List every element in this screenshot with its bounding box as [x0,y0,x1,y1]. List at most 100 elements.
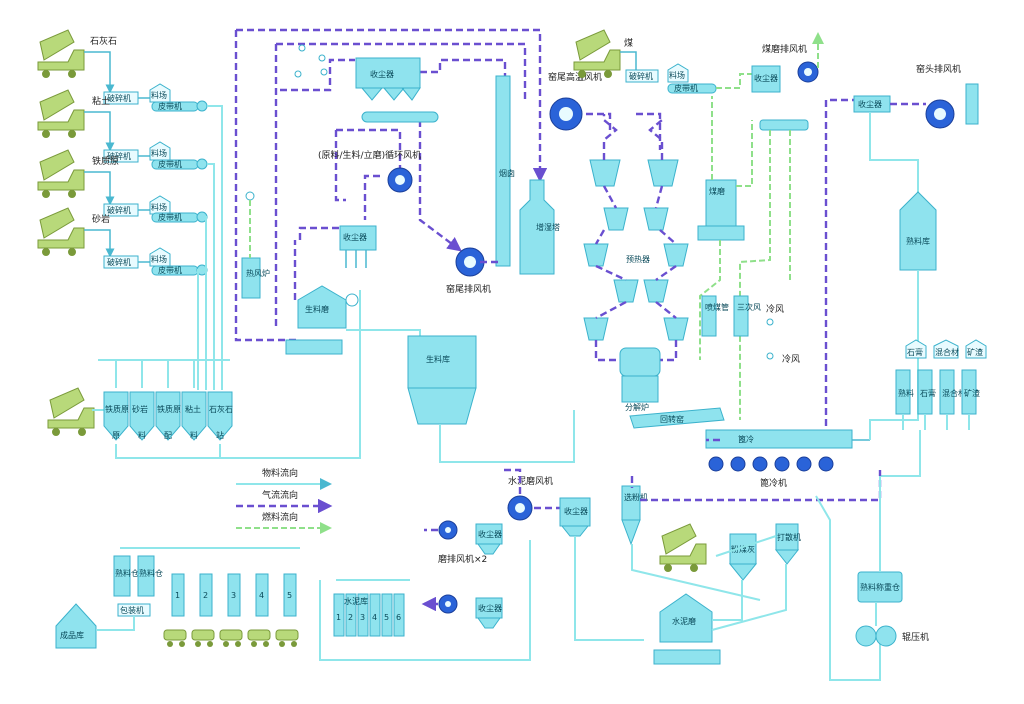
svg-text:料: 料 [138,430,146,440]
coal-truck [573,29,621,78]
svg-text:站: 站 [216,430,224,440]
raw-name-4: 砂岩 [92,213,110,225]
svg-text:烟囱: 烟囱 [499,168,515,178]
crusher-label-2: 破碎机 [107,151,131,161]
raw-name-3: 铁质原 [92,155,119,167]
crusher-label-3: 破碎机 [107,205,131,215]
raw-input-row-4: 砂岩 破碎机 料场 皮带机 [37,207,208,276]
raw-mill: 生料磨 [285,285,359,355]
rotary-kiln: 回转窑 [629,407,725,429]
svg-text:4: 4 [372,613,377,622]
svg-text:生料磨: 生料磨 [305,304,329,314]
svg-text:辊压机: 辊压机 [902,631,929,643]
svg-text:熟料仓: 熟料仓 [115,568,139,578]
svg-text:熟料库: 熟料库 [906,236,930,246]
svg-text:生料库: 生料库 [426,354,450,364]
svg-text:煤磨排风机: 煤磨排风机 [762,43,807,55]
clinker-silo: 熟料库 [899,191,937,271]
yard-label-3: 料场 [151,202,167,212]
svg-text:原: 原 [112,431,120,440]
coal-bins: 喷煤管 三次风 [701,295,761,337]
grate-cooler: 篦冷 篦冷机 [705,429,853,489]
yard-label-4: 料场 [151,254,167,264]
svg-text:收尘器: 收尘器 [858,99,882,109]
svg-text:粘土: 粘土 [185,404,201,414]
svg-text:回转窑: 回转窑 [660,414,684,424]
kiln-head-fan: 窑头排风机 [916,63,961,129]
svg-text:4: 4 [259,591,264,600]
svg-text:收尘器: 收尘器 [564,506,588,516]
svg-text:气流流向: 气流流向 [262,489,298,501]
svg-text:篦冷: 篦冷 [738,434,754,444]
svg-text:铁质原: 铁质原 [105,404,129,414]
svg-text:收尘器: 收尘器 [478,603,502,613]
svg-text:(原料/生料/立磨)循环风机: (原料/生料/立磨)循环风机 [318,149,421,161]
svg-text:3: 3 [360,613,365,622]
svg-text:增湿塔: 增湿塔 [536,222,560,232]
yard-label-1: 料场 [151,90,167,100]
dump-truck-icon [37,207,85,256]
separator: 选粉机 [621,485,648,546]
belt-label-4: 皮带机 [158,265,182,275]
coal-label: 煤 [624,37,633,49]
raw-input-row-3: 铁质原 破碎机 料场 皮带机 [37,149,208,223]
svg-text:皮带机: 皮带机 [674,83,698,93]
mill-exhaust-fan-2 [438,594,458,614]
raw-meal-silo: 生料库 [407,335,477,425]
dump-truck-icon [37,149,85,198]
raw-name-2: 粘土 [92,95,110,107]
svg-text:成品库: 成品库 [60,630,84,640]
belt-label-2: 皮带机 [158,159,182,169]
small-dust-collector-2: 收尘器 [475,597,503,629]
cement-mill-fan: 水泥磨风机 [507,475,553,521]
svg-text:收尘器: 收尘器 [478,529,502,539]
svg-text:篦冷机: 篦冷机 [760,477,787,489]
hot-blast-furnace: 热风炉 [241,191,270,299]
humidifying-tower: 增湿塔 [519,179,560,275]
svg-text:5: 5 [384,613,389,622]
svg-text:物料流向: 物料流向 [262,467,298,479]
svg-text:5: 5 [287,591,292,600]
kiln-head-dust-collector: 收尘器 [853,95,891,113]
chimney: 烟囱 [495,75,515,267]
additive-bins: 熟料 石膏 混合材 矿渣 [895,369,980,415]
calciner: 分解炉 [619,347,661,412]
cold-air-label-2: 冷风 [782,353,800,365]
svg-text:混合材: 混合材 [935,347,959,357]
svg-text:预热器: 预热器 [626,254,650,264]
roller-press: 辊压机 [855,625,929,647]
svg-text:打散机: 打散机 [777,532,801,542]
fly-ash-truck [659,523,707,572]
svg-text:矿渣: 矿渣 [964,388,980,398]
svg-text:煤磨: 煤磨 [709,186,725,196]
svg-text:2: 2 [348,613,353,622]
svg-text:配: 配 [164,431,172,440]
svg-text:三次风: 三次风 [737,302,761,312]
svg-text:3: 3 [231,591,236,600]
crusher-label-1: 破碎机 [107,93,131,103]
coal-mill-fan: 煤磨排风机 [762,43,819,83]
coal-mill-dust-collector: 收尘器 [751,65,809,131]
raw-mill-separator: 收尘器 [339,225,377,268]
svg-text:水泥磨: 水泥磨 [672,616,696,626]
svg-text:熟料称重仓: 熟料称重仓 [860,582,900,592]
yard-label-2: 料场 [151,148,167,158]
svg-text:水泥库: 水泥库 [344,596,368,606]
additive-inputs: 石膏 混合材 矿渣 [905,339,987,359]
raw-dust-collector: 收尘器 [355,57,439,123]
tanker-trucks [163,629,299,647]
svg-text:熟料仓: 熟料仓 [139,568,163,578]
hammer-crusher: 打散机 [774,523,801,565]
raw-input-row-2: 粘土 破碎机 料场 皮带机 [37,89,208,170]
svg-text:粉煤灰: 粉煤灰 [731,544,755,554]
coal-mill: 煤磨 [697,179,745,241]
silo-4: 粘土料 [181,391,207,441]
svg-text:收尘器: 收尘器 [343,232,367,242]
svg-text:料: 料 [190,430,198,440]
ingredient-bin: 熟料称重仓 [857,571,903,603]
svg-text:窑尾排风机: 窑尾排风机 [446,283,491,295]
svg-text:水泥磨风机: 水泥磨风机 [508,475,553,487]
mill-exhaust-fan-1 [438,520,458,540]
